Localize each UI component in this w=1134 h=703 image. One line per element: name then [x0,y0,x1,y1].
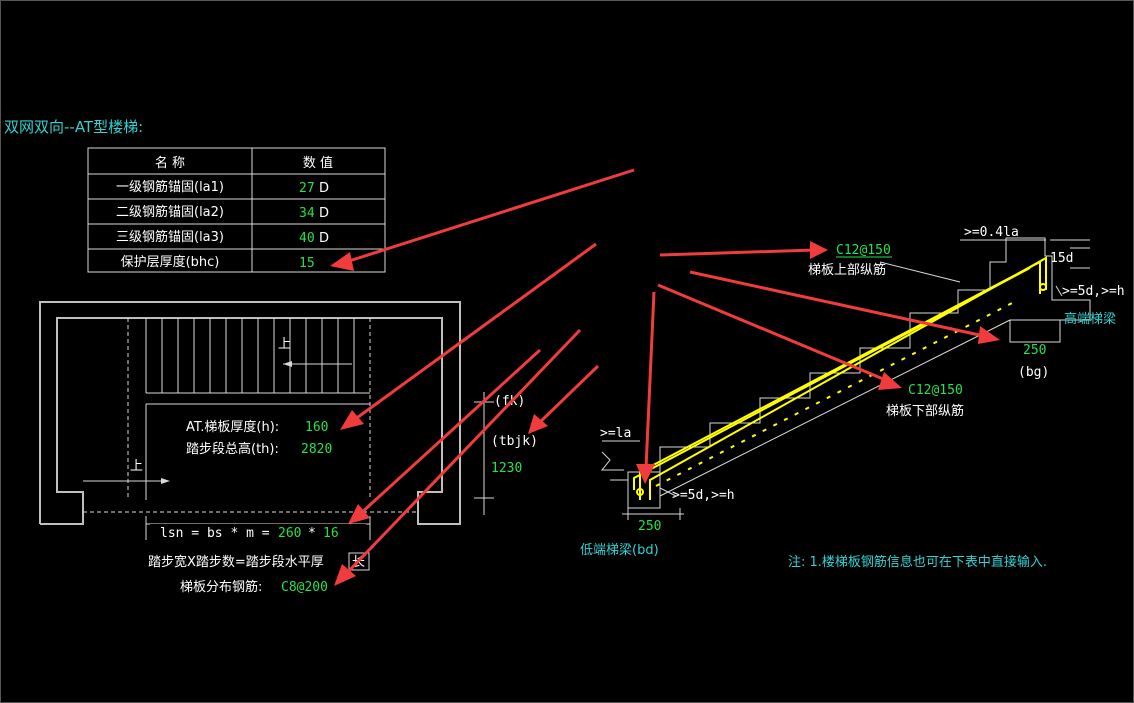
table-row-label: 保护层厚度(bhc) [121,254,220,270]
table-row-label: 三级钢筋锚固(la3) [116,229,224,245]
high-beam-code: (bg) [1018,365,1049,380]
table-cell-value[interactable]: 34 [299,206,315,221]
bottom-rebar-value[interactable]: C12@150 [908,383,963,398]
high-beam-label: 高端梯梁 [1064,311,1116,327]
bottom-longitudinal-rebar [633,267,1031,490]
bs-value[interactable]: 260 [278,526,301,541]
distribution-rebar-label: 梯板分布钢筋: [180,579,262,595]
distribution-rebar-value[interactable]: C8@200 [281,580,328,595]
top-rebar-label: 梯板上部纵筋 [808,262,886,278]
dim-5d-bottom: >=5d,>=h [672,488,735,503]
top-rebar-value[interactable]: C12@150 [836,243,891,258]
times-sign: * [308,526,316,541]
table-cell-unit: D [319,181,329,196]
table-cell-unit: D [319,231,329,246]
table-cell-value[interactable]: 27 [299,181,315,196]
m-value[interactable]: 16 [323,526,339,541]
plan-stair-treads [145,318,370,500]
table-header-name: 名 称 [155,155,185,171]
low-beam-width[interactable]: 250 [638,519,661,534]
distribution-rebar-dots [655,299,1019,487]
tbjk-label: (tbjk) [491,434,538,449]
thickness-value[interactable]: 160 [305,420,328,435]
table-cell-unit: D [319,206,329,221]
height-value[interactable]: 2820 [301,442,332,457]
table-row-label: 一级钢筋锚固(la1) [116,179,224,195]
stair-section-view: >=0.4la 15d >=5d,>=h 高端梯梁 250 (bg) C12@1… [580,225,1125,558]
footer-note: 注: 1.楼梯板钢筋信息也可在下表中直接输入. [788,554,1047,570]
dim-la: >=la [600,426,631,441]
section-stair-outline [627,237,1091,508]
section-soffit [659,319,1011,497]
up-label-bottom: 上 [130,459,143,474]
table-cell-value[interactable]: 40 [299,231,315,246]
up-label-top: 上 [278,337,291,352]
bottom-rebar-label: 梯板下部纵筋 [886,403,964,419]
dim-04la: >=0.4la [964,225,1019,240]
table-header-value: 数 值 [303,155,333,171]
dim-15d: 15d [1050,251,1073,266]
low-beam-label: 低端梯梁(bd) [580,543,659,558]
table-border [87,147,386,273]
top-longitudinal-rebar-2 [649,256,1047,500]
table-cell-value[interactable]: 15 [299,256,315,271]
stair-plan-view: 上 上 AT.梯板厚度(h): 160 踏步段总高(th): 2820 lsn … [39,301,538,595]
top-longitudinal-rebar [639,260,1041,500]
plan-outer-wall [39,301,461,525]
parameter-table: 名 称 数 值 一级钢筋锚固(la1) 27 D 二级钢筋锚固(la2) 34 … [87,147,386,273]
dim-5d-top: >=5d,>=h [1062,284,1125,299]
page-title: 双网双向--AT型楼梯: [4,118,143,136]
step-note: 踏步宽X踏步数=踏步段水平厚 [148,554,324,570]
tbjk-value[interactable]: 1230 [491,461,522,476]
high-beam-width[interactable]: 250 [1023,343,1046,358]
annotation-arrows [330,168,1000,586]
lsn-label: lsn = bs * m = [160,526,270,541]
table-row-label: 二级钢筋锚固(la2) [116,204,224,220]
height-label: 踏步段总高(th): [186,441,279,457]
thickness-label: AT.梯板厚度(h): [186,419,279,435]
